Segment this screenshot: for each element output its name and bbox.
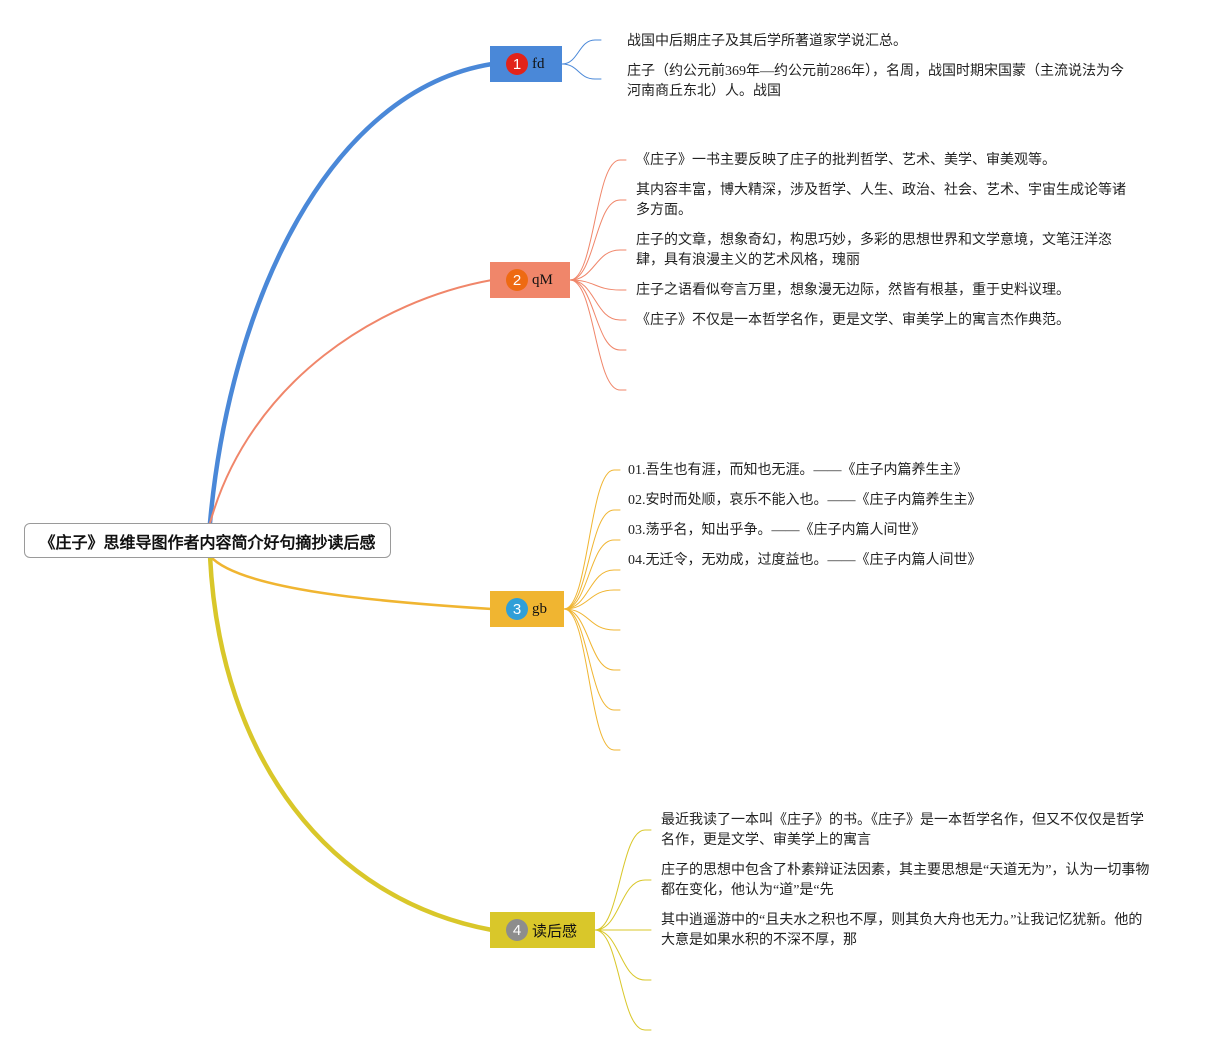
branch-3-leaf-connector-2 (563, 509, 621, 610)
branch-3-label: gb (532, 600, 547, 617)
branch-2-leaf-connector-5 (569, 279, 627, 321)
branch-4-topic[interactable]: 4 读后感 (490, 912, 595, 948)
branch-2-leaf-4[interactable]: 庄子之语看似夸言万里，想象漫无边际，然皆有根基，重于史料议理。 (636, 283, 1070, 298)
branch-3-leaf-4[interactable]: 04.无迁令，无劝成，过度益也。——《庄子内篇人间世》 (628, 553, 982, 568)
branch-3-leaf-connector-1 (563, 469, 621, 610)
branch-3-leaf-2[interactable]: 02.安时而处顺，哀乐不能入也。——《庄子内篇养生主》 (628, 493, 982, 508)
branch-4-leaf-1[interactable]: 最近我读了一本叫《庄子》的书。《庄子》是一本哲学名作，但又不仅仅是哲学名作，更是… (661, 813, 1144, 848)
branch-1-leaf-2[interactable]: 庄子（约公元前369年—约公元前286年），名周，战国时期宋国蒙（主流说法为今河… (627, 64, 1124, 99)
branch-2-leaf-3[interactable]: 庄子的文章，想象奇幻，构思巧妙，多彩的思想世界和文学意境，文笔汪洋恣肆，具有浪漫… (636, 233, 1112, 268)
branch-1-label: fd (532, 55, 545, 72)
branch-3-leaf-connector-4 (563, 569, 621, 610)
branch-3-leaf-connector-5 (563, 589, 621, 610)
branch-4-label: 读后感 (532, 923, 578, 940)
branch-2-leaf-5[interactable]: 《庄子》不仅是一本哲学名作，更是文学、审美学上的寓言杰作典范。 (636, 313, 1070, 328)
branch-4-leaf-2[interactable]: 庄子的思想中包含了朴素辩证法因素，其主要思想是“天道无为”，认为一切事物都在变化… (661, 863, 1150, 898)
branch-4-leaf-3[interactable]: 其中逍遥游中的“且夫水之积也不厚，则其负大舟也无力。”让我记忆犹新。他的大意是如… (661, 913, 1143, 948)
branch-3-leaf-connector-3 (563, 539, 621, 610)
branch-4-leaf-connector-5 (594, 929, 652, 1031)
branch-1-number-badge: 1 (506, 53, 528, 75)
branch-3-leaf-connector-7 (563, 608, 621, 671)
branch-2-leaf-connector-1 (569, 159, 627, 281)
branch-1-leaf-connector-2 (561, 63, 602, 80)
branch-2-topic[interactable]: 2 qM (490, 262, 570, 298)
branch-3-number-badge: 3 (506, 598, 528, 620)
branch-3-connector (208, 554, 494, 611)
branch-3-leaf-1[interactable]: 01.吾生也有涯，而知也无涯。——《庄子内篇养生主》 (628, 463, 968, 478)
branch-4-leaf-connector-2 (594, 879, 652, 931)
branch-2-leaf-2[interactable]: 其内容丰富，博大精深，涉及哲学、人生、政治、社会、艺术、宇宙生成论等诸多方面。 (636, 183, 1126, 218)
branch-3-topic[interactable]: 3 gb (490, 591, 564, 627)
branch-1-connector (207, 61, 495, 526)
branch-4-leaf-connector-4 (594, 929, 652, 981)
branch-2-leaf-1[interactable]: 《庄子》一书主要反映了庄子的批判哲学、艺术、美学、审美观等。 (636, 153, 1056, 168)
branch-4-connector (207, 553, 495, 933)
branch-3-leaf-connector-8 (563, 608, 621, 711)
branch-4-leaf-connector-1 (594, 829, 652, 931)
branch-3-leaf-3[interactable]: 03.荡乎名，知出乎争。——《庄子内篇人间世》 (628, 523, 926, 538)
branch-2-connector (209, 279, 493, 524)
branch-2-leaf-connector-7 (569, 279, 627, 391)
branch-2-leaf-connector-3 (569, 249, 627, 281)
root-topic-label: 《庄子》思维导图作者内容简介好句摘抄读后感 (39, 534, 376, 552)
branch-2-label: qM (532, 271, 553, 288)
branch-3-leaf-connector-9 (563, 608, 621, 751)
root-topic[interactable]: 《庄子》思维导图作者内容简介好句摘抄读后感 (24, 523, 391, 558)
branch-3-leaf-connector-6 (563, 608, 621, 631)
branch-2-number-badge: 2 (506, 269, 528, 291)
branch-4-number-badge: 4 (506, 919, 528, 941)
branch-1-topic[interactable]: 1 fd (490, 46, 562, 82)
branch-1-leaf-1[interactable]: 战国中后期庄子及其后学所著道家学说汇总。 (627, 34, 907, 49)
branch-2-leaf-connector-2 (569, 199, 627, 281)
branch-1-leaf-connector-1 (561, 39, 602, 65)
branch-2-leaf-connector-6 (569, 279, 627, 351)
branch-2-leaf-connector-4 (569, 279, 627, 291)
